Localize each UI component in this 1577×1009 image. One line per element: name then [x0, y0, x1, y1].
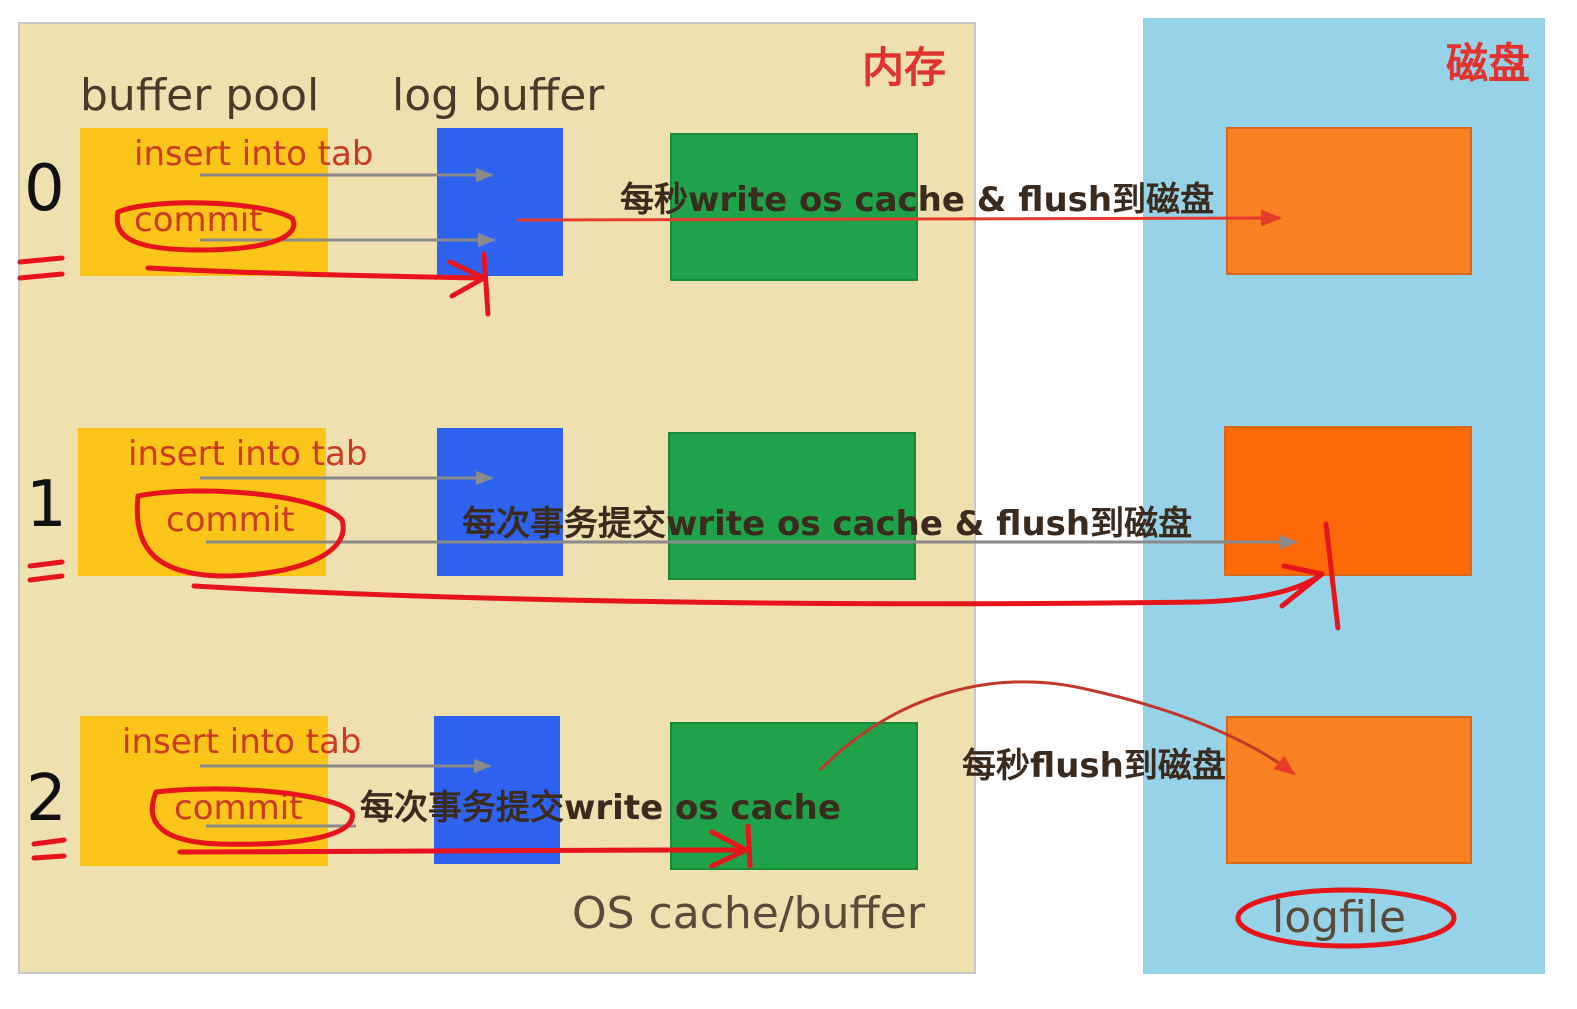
- row-number-0: 0: [24, 152, 65, 226]
- log-buffer-box-2: [434, 716, 560, 864]
- os-cache-box-1: [668, 432, 916, 580]
- insert-label-1: insert into tab: [128, 434, 368, 474]
- os-cache-footer: OS cache/buffer: [572, 888, 925, 939]
- equal-mark-2: [31, 837, 67, 861]
- marker-arrowhead-1: [1279, 563, 1325, 609]
- commit-label-1: commit: [166, 500, 295, 540]
- marker-arrowhead-2: [709, 829, 749, 869]
- row-number-2: 2: [26, 762, 67, 836]
- logfile-box-0: [1226, 127, 1472, 275]
- log-buffer-box-1: [437, 428, 563, 576]
- arrow-flush-0: [517, 209, 1283, 227]
- insert-label-2: insert into tab: [122, 722, 362, 762]
- annotation-row-0: 每秒write os cache & flush到磁盘: [620, 180, 1215, 220]
- log-buffer-box-0: [437, 128, 563, 276]
- commit-circle-2: [149, 786, 355, 847]
- disk-title: 磁盘: [1446, 39, 1531, 88]
- logfile-box-2: [1226, 716, 1472, 864]
- marker-bar-0: [481, 251, 491, 317]
- commit-circle-0: [114, 200, 297, 253]
- annotation-row-2-flush: 每秒flush到磁盘: [962, 746, 1226, 786]
- buffer-pool-box-1: [78, 428, 326, 576]
- logfile-footer: logfile: [1272, 892, 1407, 943]
- annotation-row-1: 每次事务提交write os cache & flush到磁盘: [462, 504, 1193, 544]
- os-cache-box-0: [670, 133, 918, 281]
- marker-arrow-2: [177, 847, 749, 855]
- marker-arrow-0: [145, 265, 483, 281]
- equal-mark-0: [17, 255, 65, 281]
- annotation-row-2: 每次事务提交write os cache: [360, 788, 841, 828]
- log-buffer-header: log buffer: [392, 70, 605, 121]
- logfile-box-1: [1224, 426, 1472, 576]
- logfile-circle: [1235, 887, 1457, 949]
- marker-bar-1: [1323, 521, 1341, 631]
- marker-bar-2: [745, 823, 753, 869]
- row-number-1: 1: [26, 468, 67, 542]
- insert-label-0: insert into tab: [134, 134, 374, 174]
- buffer-pool-header: buffer pool: [80, 70, 320, 121]
- arrow-flush-curve-2: [818, 680, 1296, 776]
- os-cache-box-2: [670, 722, 918, 870]
- equal-mark-1: [27, 559, 65, 583]
- memory-title: 内存: [862, 43, 947, 92]
- marker-arrow-1: [191, 571, 1325, 607]
- commit-circle-1: [134, 488, 346, 579]
